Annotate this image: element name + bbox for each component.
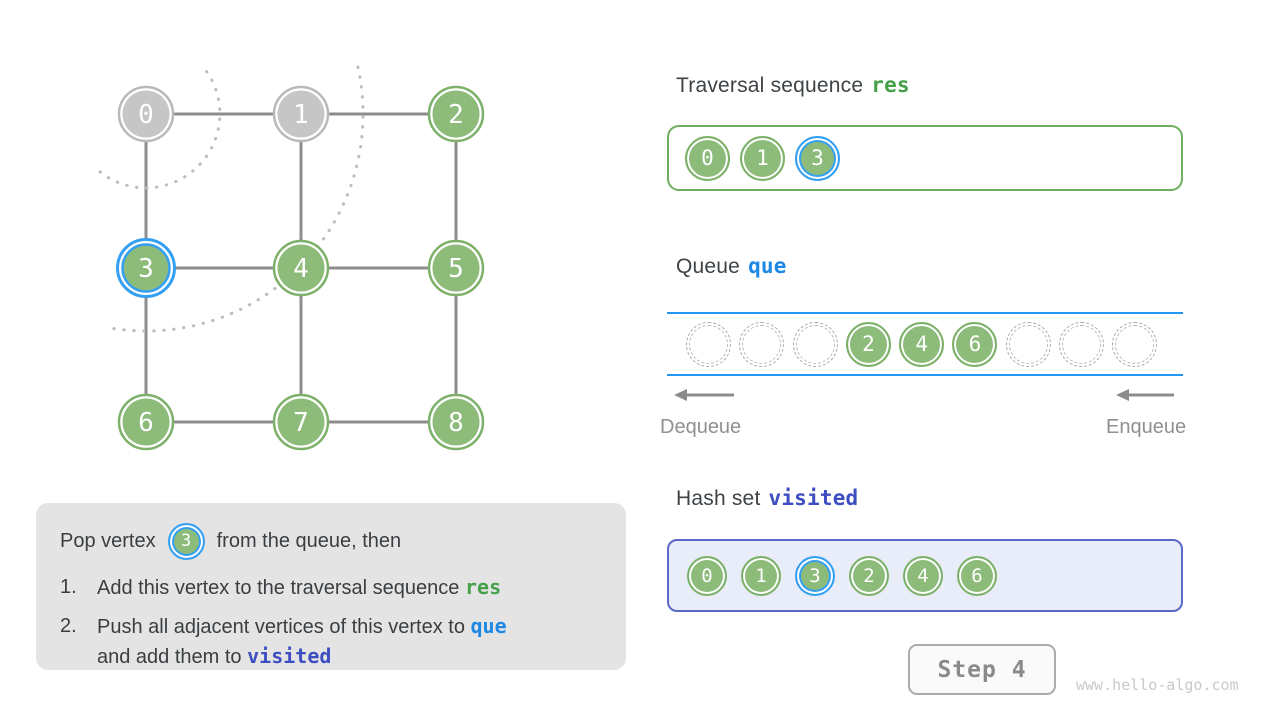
traversal-section-title: Traversal sequence res — [676, 73, 910, 98]
graph-node-7: 7 — [272, 393, 330, 451]
graph-node-8: 8 — [427, 393, 485, 451]
vertex-chip-1: 1 — [740, 135, 785, 181]
que-code-token: que — [470, 614, 507, 638]
graph-node-3: 3 — [116, 238, 176, 298]
queue-empty-slot-0 — [686, 321, 731, 367]
graph-node-5: 5 — [427, 239, 485, 297]
vertex-chip-1: 1 — [741, 555, 781, 596]
graph-node-label-8: 8 — [448, 408, 464, 438]
visited-code-token: visited — [768, 486, 859, 510]
visited-code-token: visited — [247, 644, 332, 668]
queue-empty-slot-8 — [1112, 321, 1158, 367]
explanation-box: Pop vertex 3 from the queue, then 1. Add … — [36, 503, 626, 670]
step-number: 2. — [60, 615, 77, 637]
graph-node-label-3: 3 — [138, 254, 154, 284]
intro-prefix-text: Pop vertex — [60, 529, 156, 552]
watermark-text: www.hello-algo.com — [1076, 676, 1239, 694]
step-button[interactable]: Step 4 — [908, 644, 1056, 695]
graph-node-4: 4 — [272, 239, 330, 297]
intro-suffix-text: from the queue, then — [216, 529, 402, 552]
queue-vertex-chip-2: 2 — [845, 321, 891, 367]
graph-node-1: 1 — [272, 85, 330, 143]
step-number: 1. — [60, 576, 77, 598]
graph-node-6: 6 — [117, 393, 175, 451]
queue-empty-slot-7 — [1059, 321, 1105, 367]
vertex-chip-6: 6 — [957, 555, 997, 596]
graph-node-label-6: 6 — [138, 408, 154, 438]
graph-node-2: 2 — [427, 85, 485, 143]
step-text: Push all adjacent vertices of this verte… — [97, 614, 507, 668]
res-code-token: res — [871, 73, 910, 97]
explanation-steps: 1. Add this vertex to the traversal seque… — [60, 573, 604, 672]
queue-empty-slot-6 — [1005, 321, 1051, 367]
graph-node-label-5: 5 — [448, 254, 464, 284]
vertex-chip-0: 0 — [685, 135, 730, 181]
hashset-title-text: Hash set — [676, 487, 761, 510]
explanation-step-2: 2. Push all adjacent vertices of this ver… — [60, 612, 604, 672]
dequeue-arrow-icon — [674, 389, 734, 401]
bfs-wave-arc-0 — [95, 70, 222, 190]
graph-node-label-1: 1 — [293, 100, 309, 130]
explanation-step-1: 1. Add this vertex to the traversal seque… — [60, 573, 604, 603]
step-button-label: Step 4 — [937, 656, 1027, 683]
explanation-intro: Pop vertex 3 from the queue, then — [60, 521, 604, 561]
vertex-chip-0: 0 — [687, 555, 727, 596]
graph-canvas: 0 1 2 3 4 5 6 7 8 — [95, 65, 485, 451]
traversal-title-text: Traversal sequence — [676, 74, 864, 97]
vertex-chip-3-active: 3 — [795, 555, 835, 596]
vertex-chip-2: 2 — [849, 555, 889, 596]
graph-node-label-4: 4 — [293, 254, 309, 284]
queue-title-text: Queue — [676, 255, 741, 278]
que-code-token: que — [748, 254, 787, 278]
queue-section-title: Queue que — [676, 254, 787, 279]
res-code-token: res — [464, 575, 502, 599]
graph-node-label-2: 2 — [448, 100, 464, 130]
graph-node-label-7: 7 — [293, 408, 309, 438]
queue-empty-slot-2 — [792, 321, 838, 367]
graph-node-label-0: 0 — [138, 100, 154, 130]
vertex-chip-3-active: 3 — [795, 135, 840, 181]
enqueue-arrow-icon — [1116, 389, 1174, 401]
queue-vertex-chip-6: 6 — [952, 321, 998, 367]
dequeue-label: Dequeue — [660, 416, 742, 438]
hashset-section-title: Hash set visited — [676, 486, 858, 511]
current-vertex-number: 3 — [180, 531, 192, 551]
enqueue-label: Enqueue — [1106, 416, 1187, 438]
current-vertex-badge: 3 — [167, 522, 205, 560]
graph-node-0: 0 — [117, 85, 175, 143]
queue-empty-slot-1 — [739, 321, 785, 367]
queue-vertex-chip-4: 4 — [899, 321, 945, 367]
step-text: Add this vertex to the traversal sequenc… — [97, 575, 502, 599]
vertex-chip-4: 4 — [903, 555, 943, 596]
